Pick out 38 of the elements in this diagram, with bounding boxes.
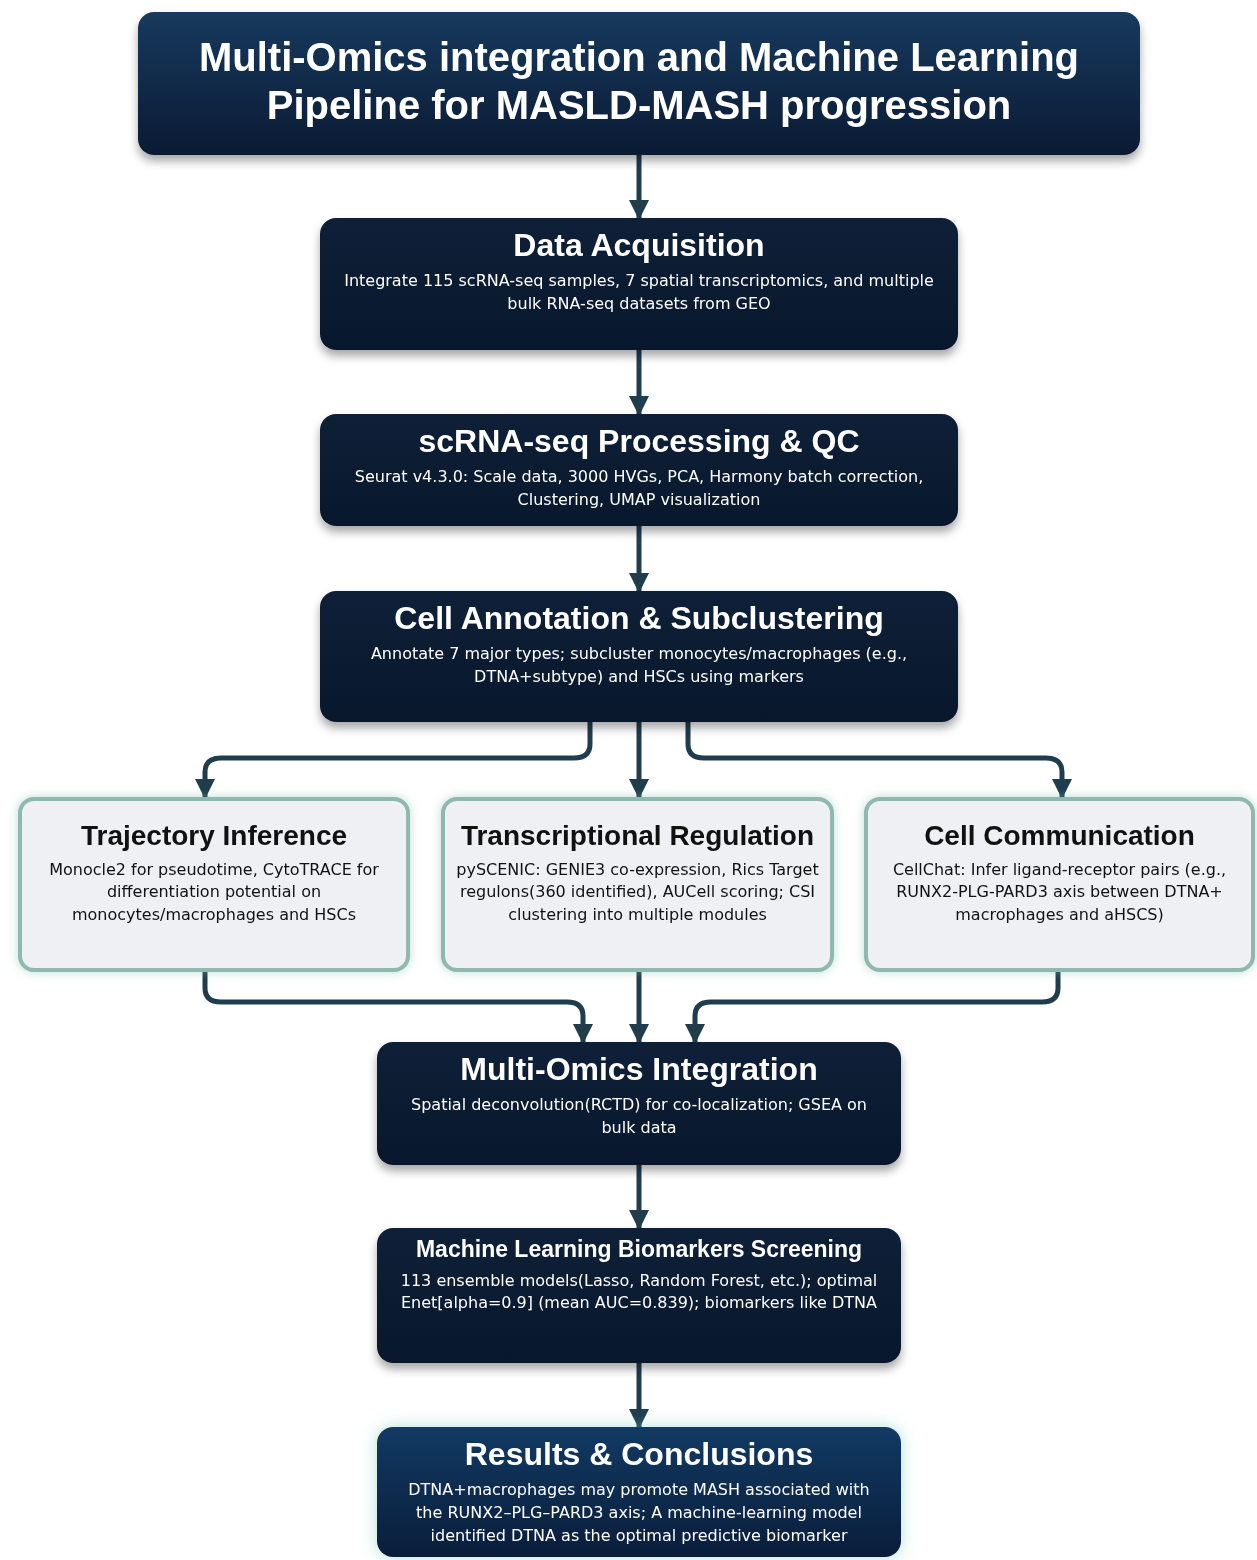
box-description: pySCENIC: GENIE3 co-expression, Rics Target regulons(360 identified), AUCell scoring; CSI clustering into multiple modules (455, 858, 820, 927)
process-box (320, 414, 958, 526)
box-heading: Trajectory Inference (80, 819, 348, 853)
process-box (320, 591, 958, 722)
box-heading: scRNA-seq Processing & QC (418, 422, 860, 461)
box-description: Seurat v4.3.0: Scale data, 3000 HVGs, PCA, Harmony batch correction, Clustering, UMAP visualization (353, 466, 925, 512)
arrow (685, 722, 1072, 799)
box-heading: Transcriptional Regulation (460, 819, 815, 853)
box-description: Spatial deconvolution(RCTD) for co-localization; GSEA on bulk data (410, 1094, 868, 1140)
arrow (629, 350, 649, 416)
box-description: Annotate 7 major types; subcluster monocytes/macrophages (e.g., DTNA+subtype) and HSCs using markers (369, 643, 909, 689)
box-heading: Results & Conclusions (464, 1435, 814, 1474)
process-box (377, 1042, 901, 1165)
arrow (629, 526, 649, 593)
box-heading: Machine Learning Biomarkers Screening (415, 1236, 863, 1264)
process-box (441, 797, 834, 972)
box-description: Monocle2 for pseudotime, CytoTRACE for differentiation potential on monocytes/macrophages and HSCs (48, 858, 380, 927)
title-box (138, 12, 1140, 155)
box-heading: Data Acquisition (513, 226, 765, 265)
arrow (629, 155, 649, 220)
arrow (629, 1165, 649, 1230)
process-box (320, 218, 958, 350)
arrow (629, 1363, 649, 1429)
title: Multi-Omics integration and Machine Learning Pipeline for MASLD-MASH progression (197, 33, 1081, 129)
arrow (195, 722, 593, 799)
process-box (377, 1427, 901, 1557)
box-heading: Cell Annotation & Subclustering (394, 599, 884, 638)
process-box (18, 797, 410, 972)
box-description: CellChat: Infer ligand-receptor pairs (e.g., RUNX2-PLG-PARD3 axis between DTNA+ macrophages and aHSCS) (891, 858, 1228, 927)
process-box (864, 797, 1255, 972)
box-heading: Multi-Omics Integration (460, 1050, 818, 1089)
arrow (629, 722, 649, 799)
box-description: 113 ensemble models(Lasso, Random Forest, etc.); optimal Enet[alpha=0.9] (mean AUC=0.839); biomarkers like DTNA (399, 1269, 879, 1315)
process-box (377, 1228, 901, 1363)
box-description: DTNA+macrophages may promote MASH associated with the RUNX2–PLG–PARD3 axis; A machine-learning model identified DTNA as the optimal predictive biomarker (407, 1479, 871, 1547)
arrow (629, 972, 649, 1044)
box-heading: Cell Communication (924, 819, 1195, 853)
box-description: Integrate 115 scRNA-seq samples, 7 spatial transcriptomics, and multiple bulk RNA-seq datasets from GEO (343, 270, 935, 316)
